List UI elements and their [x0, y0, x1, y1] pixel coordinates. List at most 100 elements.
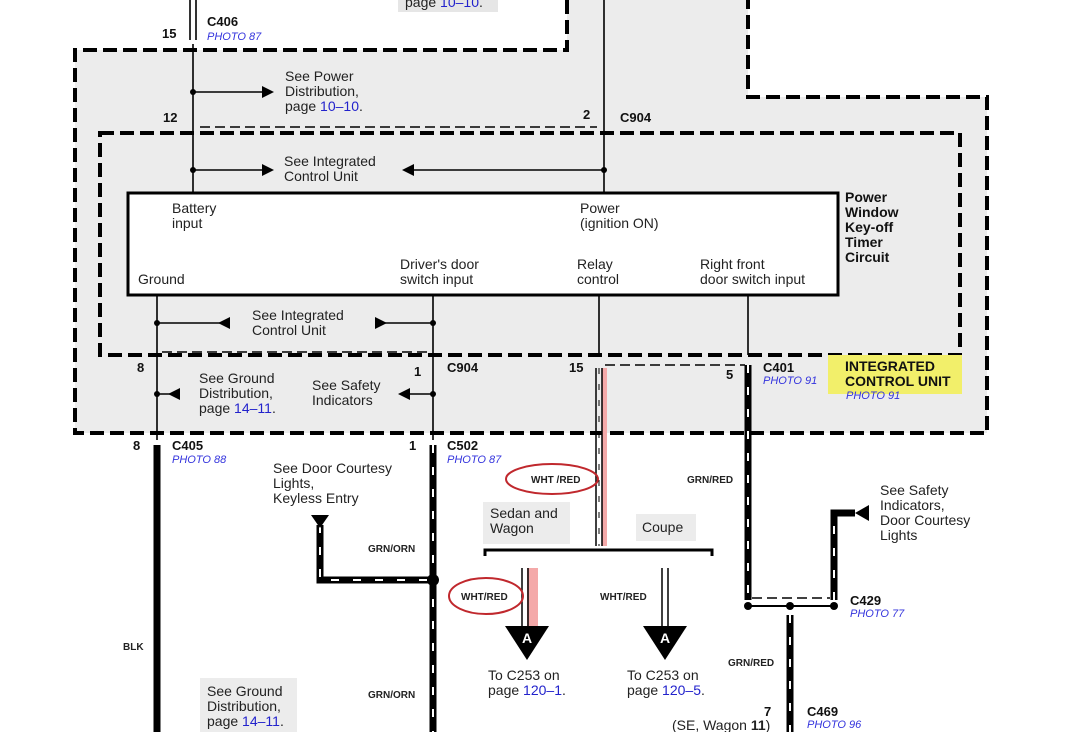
svg-text:page 14–11.: page 14–11.: [199, 400, 276, 416]
pin-number: 7: [764, 704, 771, 719]
page-link[interactable]: 10–10: [320, 98, 359, 114]
svg-text:See Ground: See Ground: [207, 683, 283, 699]
svg-text:page 120–5.: page 120–5.: [627, 682, 705, 698]
pin-number: 1: [409, 438, 416, 453]
connector-c406: C406: [207, 14, 238, 29]
pin-label-drivers-door: Driver's door: [400, 256, 479, 272]
pin-number: 12: [163, 110, 177, 125]
svg-text:Distribution,: Distribution,: [207, 698, 281, 714]
pin-number: 15: [569, 360, 583, 375]
pin-number: 1: [414, 364, 421, 379]
photo-ref[interactable]: PHOTO 77: [850, 608, 905, 620]
svg-text:Door Courtesy: Door Courtesy: [880, 512, 970, 528]
annotation-circle: [448, 577, 524, 615]
page-link[interactable]: 14–11: [234, 400, 272, 416]
unit-photo-ref[interactable]: PHOTO 91: [846, 390, 900, 402]
connector-a-arrow-coupe: [643, 626, 687, 660]
svg-text:See Safety: See Safety: [312, 377, 381, 393]
svg-text:Indicators,: Indicators,: [880, 497, 945, 513]
pin-label-drivers-door: switch input: [400, 271, 473, 287]
svg-text:Power: Power: [845, 189, 888, 205]
svg-text:page 10–10.: page 10–10.: [285, 98, 363, 114]
svg-text:Indicators: Indicators: [312, 392, 373, 408]
pin-label-relay: control: [577, 271, 619, 287]
connector-c904: C904: [447, 360, 479, 375]
photo-ref[interactable]: PHOTO 96: [807, 719, 862, 731]
pin-label-battery: input: [172, 215, 202, 231]
svg-text:Lights: Lights: [880, 527, 917, 543]
unit-label: CONTROL UNIT: [845, 373, 951, 389]
svg-text:page 120–1.: page 120–1.: [488, 682, 566, 698]
wire-color-label: GRN/RED: [687, 475, 733, 486]
svg-text:Window: Window: [845, 204, 899, 220]
door-courtesy-arrow: [311, 515, 329, 528]
wire-color-label: WHT/RED: [600, 592, 647, 603]
connector-a-arrow-sedan: [505, 626, 549, 660]
ref-to-c253-coupe: To C253 on page 120–5.: [627, 667, 705, 698]
svg-text:See Power: See Power: [285, 68, 354, 84]
arrowheads: [154, 86, 607, 400]
pin-label-power: (ignition ON): [580, 215, 659, 231]
photo-ref[interactable]: PHOTO 91: [763, 375, 817, 387]
svg-text:Lights,: Lights,: [273, 475, 314, 491]
variant-sedan-wagon: Sedan and: [490, 505, 558, 521]
connector-c401: C401: [763, 360, 794, 375]
pin-label-right-front: door switch input: [700, 271, 805, 287]
wire-color-label: BLK: [123, 642, 144, 653]
annotation-circle: [505, 463, 599, 495]
svg-text:Distribution,: Distribution,: [285, 83, 359, 99]
top-page-ref: page 10–10.: [405, 0, 483, 10]
wire-color-label: GRN/RED: [728, 658, 774, 669]
connector-c904: C904: [620, 110, 652, 125]
c469-variant-note: (SE, Wagon 11): [672, 717, 770, 732]
pin-number: 8: [133, 438, 140, 453]
svg-text:Distribution,: Distribution,: [199, 385, 273, 401]
page-link[interactable]: 120–5: [662, 682, 701, 698]
pin-number: 2: [583, 107, 590, 122]
ref-ground-distribution-2: See Ground Distribution, page 14–11.: [207, 683, 284, 729]
ref-icu-top: See Integrated Control Unit: [284, 153, 376, 184]
pin-label-power: Power: [580, 200, 620, 216]
connector-c429: C429: [850, 593, 881, 608]
timer-module-box: [126, 191, 840, 297]
page-link[interactable]: 120–1: [523, 682, 562, 698]
connector-c405: C405: [172, 438, 203, 453]
svg-text:See Integrated: See Integrated: [252, 307, 344, 323]
variant-sedan-wagon: Wagon: [490, 520, 534, 536]
page-link[interactable]: 14–11: [242, 713, 280, 729]
connector-c502: C502: [447, 438, 478, 453]
svg-text:Timer: Timer: [845, 234, 883, 250]
wire-color-label: WHT /RED: [531, 475, 580, 486]
pin-number: 8: [137, 360, 144, 375]
connector-letter: A: [660, 630, 670, 646]
wire-color-label: GRN/ORN: [368, 690, 415, 701]
circuit-title: Power Window Key-off Timer Circuit: [845, 189, 899, 265]
ref-ground-distribution-1: See Ground Distribution, page 14–11.: [199, 370, 276, 416]
svg-text:See Door Courtesy: See Door Courtesy: [273, 460, 392, 476]
panel-border: [73, 0, 989, 435]
svg-text:See Integrated: See Integrated: [284, 153, 376, 169]
wire-color-label: GRN/ORN: [368, 544, 415, 555]
svg-text:To C253 on: To C253 on: [627, 667, 699, 683]
pin-label-right-front: Right front: [700, 256, 765, 272]
ref-door-courtesy: See Door Courtesy Lights, Keyless Entry: [273, 460, 392, 506]
pin-label-battery: Battery: [172, 200, 216, 216]
pin-label-ground: Ground: [138, 271, 185, 287]
svg-text:Control Unit: Control Unit: [252, 322, 326, 338]
photo-ref[interactable]: PHOTO 88: [172, 454, 227, 466]
pin-number: 5: [726, 367, 733, 382]
variant-coupe: Coupe: [642, 519, 683, 535]
ref-icu-bottom: See Integrated Control Unit: [252, 307, 344, 338]
svg-text:page 14–11.: page 14–11.: [207, 713, 284, 729]
svg-text:To C253 on: To C253 on: [488, 667, 560, 683]
pin-label-relay: Relay: [577, 256, 613, 272]
photo-ref[interactable]: PHOTO 87: [447, 454, 502, 466]
svg-text:Keyless Entry: Keyless Entry: [273, 490, 359, 506]
page-link[interactable]: 10–10: [440, 0, 479, 10]
svg-text:Key-off: Key-off: [845, 219, 894, 235]
ref-safety-indicators-2: See Safety Indicators, Door Courtesy Lig…: [880, 482, 970, 543]
photo-ref[interactable]: PHOTO 87: [207, 31, 262, 43]
timer-circuit-boundary: [98, 131, 962, 357]
ref-safety-indicators-1: See Safety Indicators: [312, 377, 381, 408]
